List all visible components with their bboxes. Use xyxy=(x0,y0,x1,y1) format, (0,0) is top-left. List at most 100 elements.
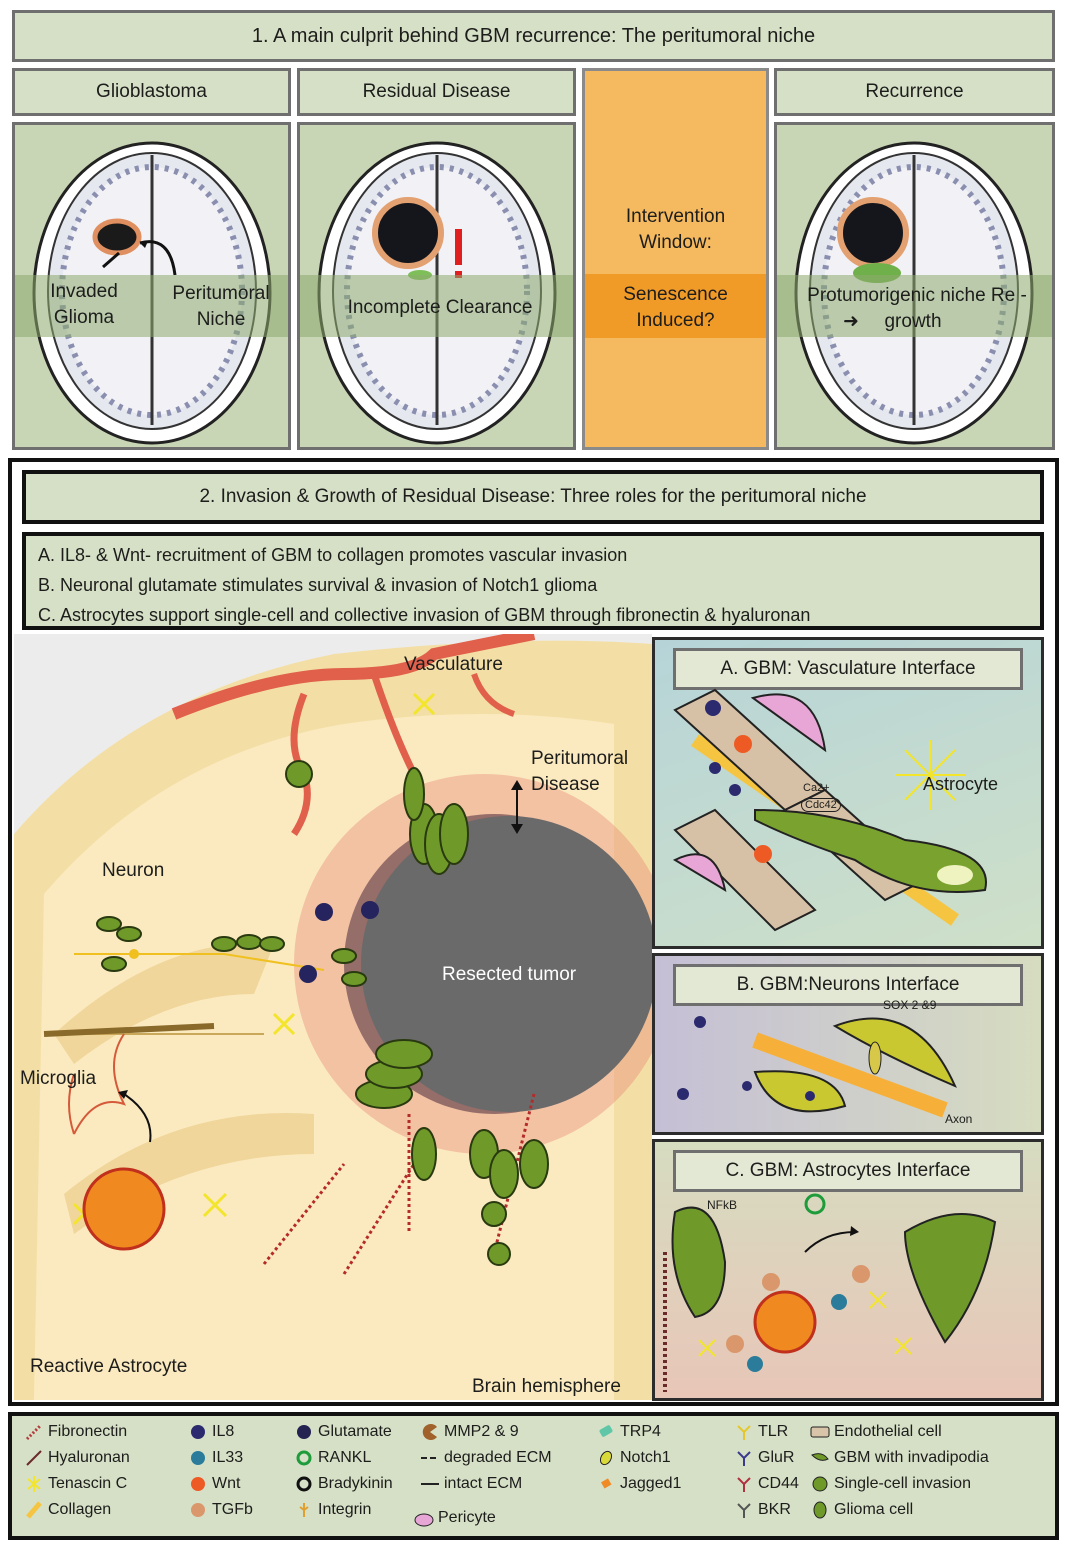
col-header-residual: Residual Disease xyxy=(297,68,576,116)
panel-a-vasculature: A. GBM: Vasculature Interface Astrocyte … xyxy=(652,637,1044,949)
panel-c-drawing xyxy=(663,1193,997,1392)
legend-label: Hyaluronan xyxy=(48,1449,130,1466)
legend-item: degraded ECM xyxy=(420,1448,552,1468)
jagged-icon xyxy=(596,1475,616,1493)
section2-title-text: 2. Invasion & Growth of Residual Disease… xyxy=(199,486,867,507)
legend-label: TLR xyxy=(758,1423,789,1440)
legend-label: Single-cell invasion xyxy=(834,1475,971,1492)
role-a: A. IL8- & Wnt- recruitment of GBM to col… xyxy=(38,545,628,565)
legend-item: Bradykinin xyxy=(294,1474,393,1494)
senescence-band xyxy=(585,274,766,338)
legend-item: MMP2 & 9 xyxy=(420,1422,519,1442)
dot-icon xyxy=(188,1423,208,1441)
regrowth-label: growth xyxy=(884,311,942,332)
pacman-icon xyxy=(420,1423,440,1441)
panel-c-title: C. GBM: Astrocytes Interface xyxy=(673,1150,1023,1192)
legend-item: Glioma cell xyxy=(810,1500,913,1520)
legend-label: IL33 xyxy=(212,1449,244,1466)
ring-icon xyxy=(294,1475,314,1493)
legend-item: GBM with invadipodia xyxy=(810,1448,989,1468)
intervention-labels: Intervention Window: Senescence Induced? xyxy=(582,68,769,450)
line-icon xyxy=(420,1475,440,1493)
legend-label: degraded ECM xyxy=(444,1449,552,1466)
legend-label: Notch1 xyxy=(620,1449,671,1466)
peritumoral-disease-label: Peritumoral Disease xyxy=(531,748,629,795)
panel-b-sox-label: SOX 2 &9 xyxy=(883,998,937,1012)
col-header-label: Residual Disease xyxy=(362,81,511,102)
legend-item: Tenascin C xyxy=(24,1474,127,1494)
legend-label: Glutamate xyxy=(318,1423,392,1440)
dot-icon xyxy=(188,1449,208,1467)
legend-item: Endothelial cell xyxy=(810,1422,942,1442)
legend-label: Glioma cell xyxy=(834,1501,914,1518)
legend-label: BKR xyxy=(758,1501,791,1518)
neuron-label: Neuron xyxy=(102,860,165,881)
legend-item: Single-cell invasion xyxy=(810,1474,971,1494)
legend-item: Hyaluronan xyxy=(24,1448,130,1468)
section2-title: 2. Invasion & Growth of Residual Disease… xyxy=(22,470,1044,524)
legend-label: Integrin xyxy=(318,1501,372,1518)
panel-b-drawing xyxy=(677,1016,957,1118)
legend-item: IL33 xyxy=(188,1448,243,1468)
microglia-label: Microglia xyxy=(20,1068,97,1089)
panel-b-neurons: B. GBM:Neurons Interface SOX 2 &9 Axon xyxy=(652,953,1044,1135)
col-header-glioblastoma: Glioblastoma xyxy=(12,68,291,116)
panel-c-nfkb-label: NFkB xyxy=(707,1198,737,1212)
role-c: C. Astrocytes support single-cell and co… xyxy=(38,605,811,625)
dot-icon xyxy=(294,1423,314,1441)
legend-item: CD44 xyxy=(734,1474,799,1494)
col-header-label: Glioblastoma xyxy=(96,81,207,102)
intervention-window-panel xyxy=(582,68,769,450)
senescence-label: Senescence Induced? xyxy=(623,284,728,331)
panel-a-cdc-label: Cdc42 xyxy=(801,798,841,812)
col-header-recurrence: Recurrence xyxy=(774,68,1055,116)
legend-label: Pericyte xyxy=(438,1509,496,1526)
legend-item: GluR xyxy=(734,1448,794,1468)
legend-label: MMP2 & 9 xyxy=(444,1423,519,1440)
legend-label: CD44 xyxy=(758,1475,799,1492)
reactive-astrocyte-label: Reactive Astrocyte xyxy=(30,1356,188,1377)
integrin-icon xyxy=(294,1501,314,1519)
legend-label: TRP4 xyxy=(620,1423,661,1440)
legend-item: intact ECM xyxy=(420,1474,522,1494)
label-band xyxy=(300,275,573,337)
legend-label: Collagen xyxy=(48,1501,112,1518)
legend-label: GBM with invadipodia xyxy=(834,1449,989,1466)
section1-title: 1. A main culprit behind GBM recurrence:… xyxy=(12,10,1055,62)
legend-item: Jagged1 xyxy=(596,1474,681,1494)
legend-item: BKR xyxy=(734,1500,791,1520)
dot-icon xyxy=(188,1501,208,1519)
glioma-icon xyxy=(810,1501,830,1519)
legend-item: TGFb xyxy=(188,1500,253,1520)
panel-b-axon-label: Axon xyxy=(945,1112,973,1126)
receptor-icon xyxy=(734,1423,754,1441)
panel-c-astrocytes: C. GBM: Astrocytes Interface NFkB xyxy=(652,1139,1044,1401)
legend-item: Pericyte xyxy=(414,1508,496,1528)
legend-item: Glutamate xyxy=(294,1422,392,1442)
receptor-icon xyxy=(734,1475,754,1493)
legend-label: Wnt xyxy=(212,1475,241,1492)
legend-item: Wnt xyxy=(188,1474,240,1494)
panel-a-title: A. GBM: Vasculature Interface xyxy=(673,648,1023,690)
panel-a-ca-label: Ca2+ xyxy=(803,782,830,794)
collagen-icon xyxy=(24,1501,44,1519)
legend-label: Tenascin C xyxy=(48,1475,128,1492)
trp4-icon xyxy=(596,1423,616,1441)
roles-box: A. IL8- & Wnt- recruitment of GBM to col… xyxy=(22,532,1044,630)
incomplete-clearance-label: Incomplete Clearance xyxy=(347,297,533,318)
regrowth-arrow-icon: ➜ xyxy=(843,311,859,332)
fibronectin-icon xyxy=(24,1423,44,1441)
tenascin-icon xyxy=(24,1475,44,1493)
endothelial-icon xyxy=(810,1423,830,1441)
vasculature-label: Vasculature xyxy=(404,654,503,675)
receptor-icon xyxy=(734,1449,754,1467)
dashed-line-icon xyxy=(420,1449,440,1467)
panel-a-astrocyte-label: Astrocyte xyxy=(923,774,999,794)
brain-scan-glioblastoma: Invaded Glioma Peritumoral Niche xyxy=(12,122,291,450)
peritumoral-niche-label: Peritumoral Niche xyxy=(172,283,270,330)
main-illustration: Vasculature Peritumoral Disease Neuron R… xyxy=(14,634,652,1400)
legend-label: Jagged1 xyxy=(620,1475,682,1492)
col-header-label: Recurrence xyxy=(865,81,964,102)
brain-scan-recurrence: Protumorigenic niche Re - ➜ growth xyxy=(774,122,1055,450)
